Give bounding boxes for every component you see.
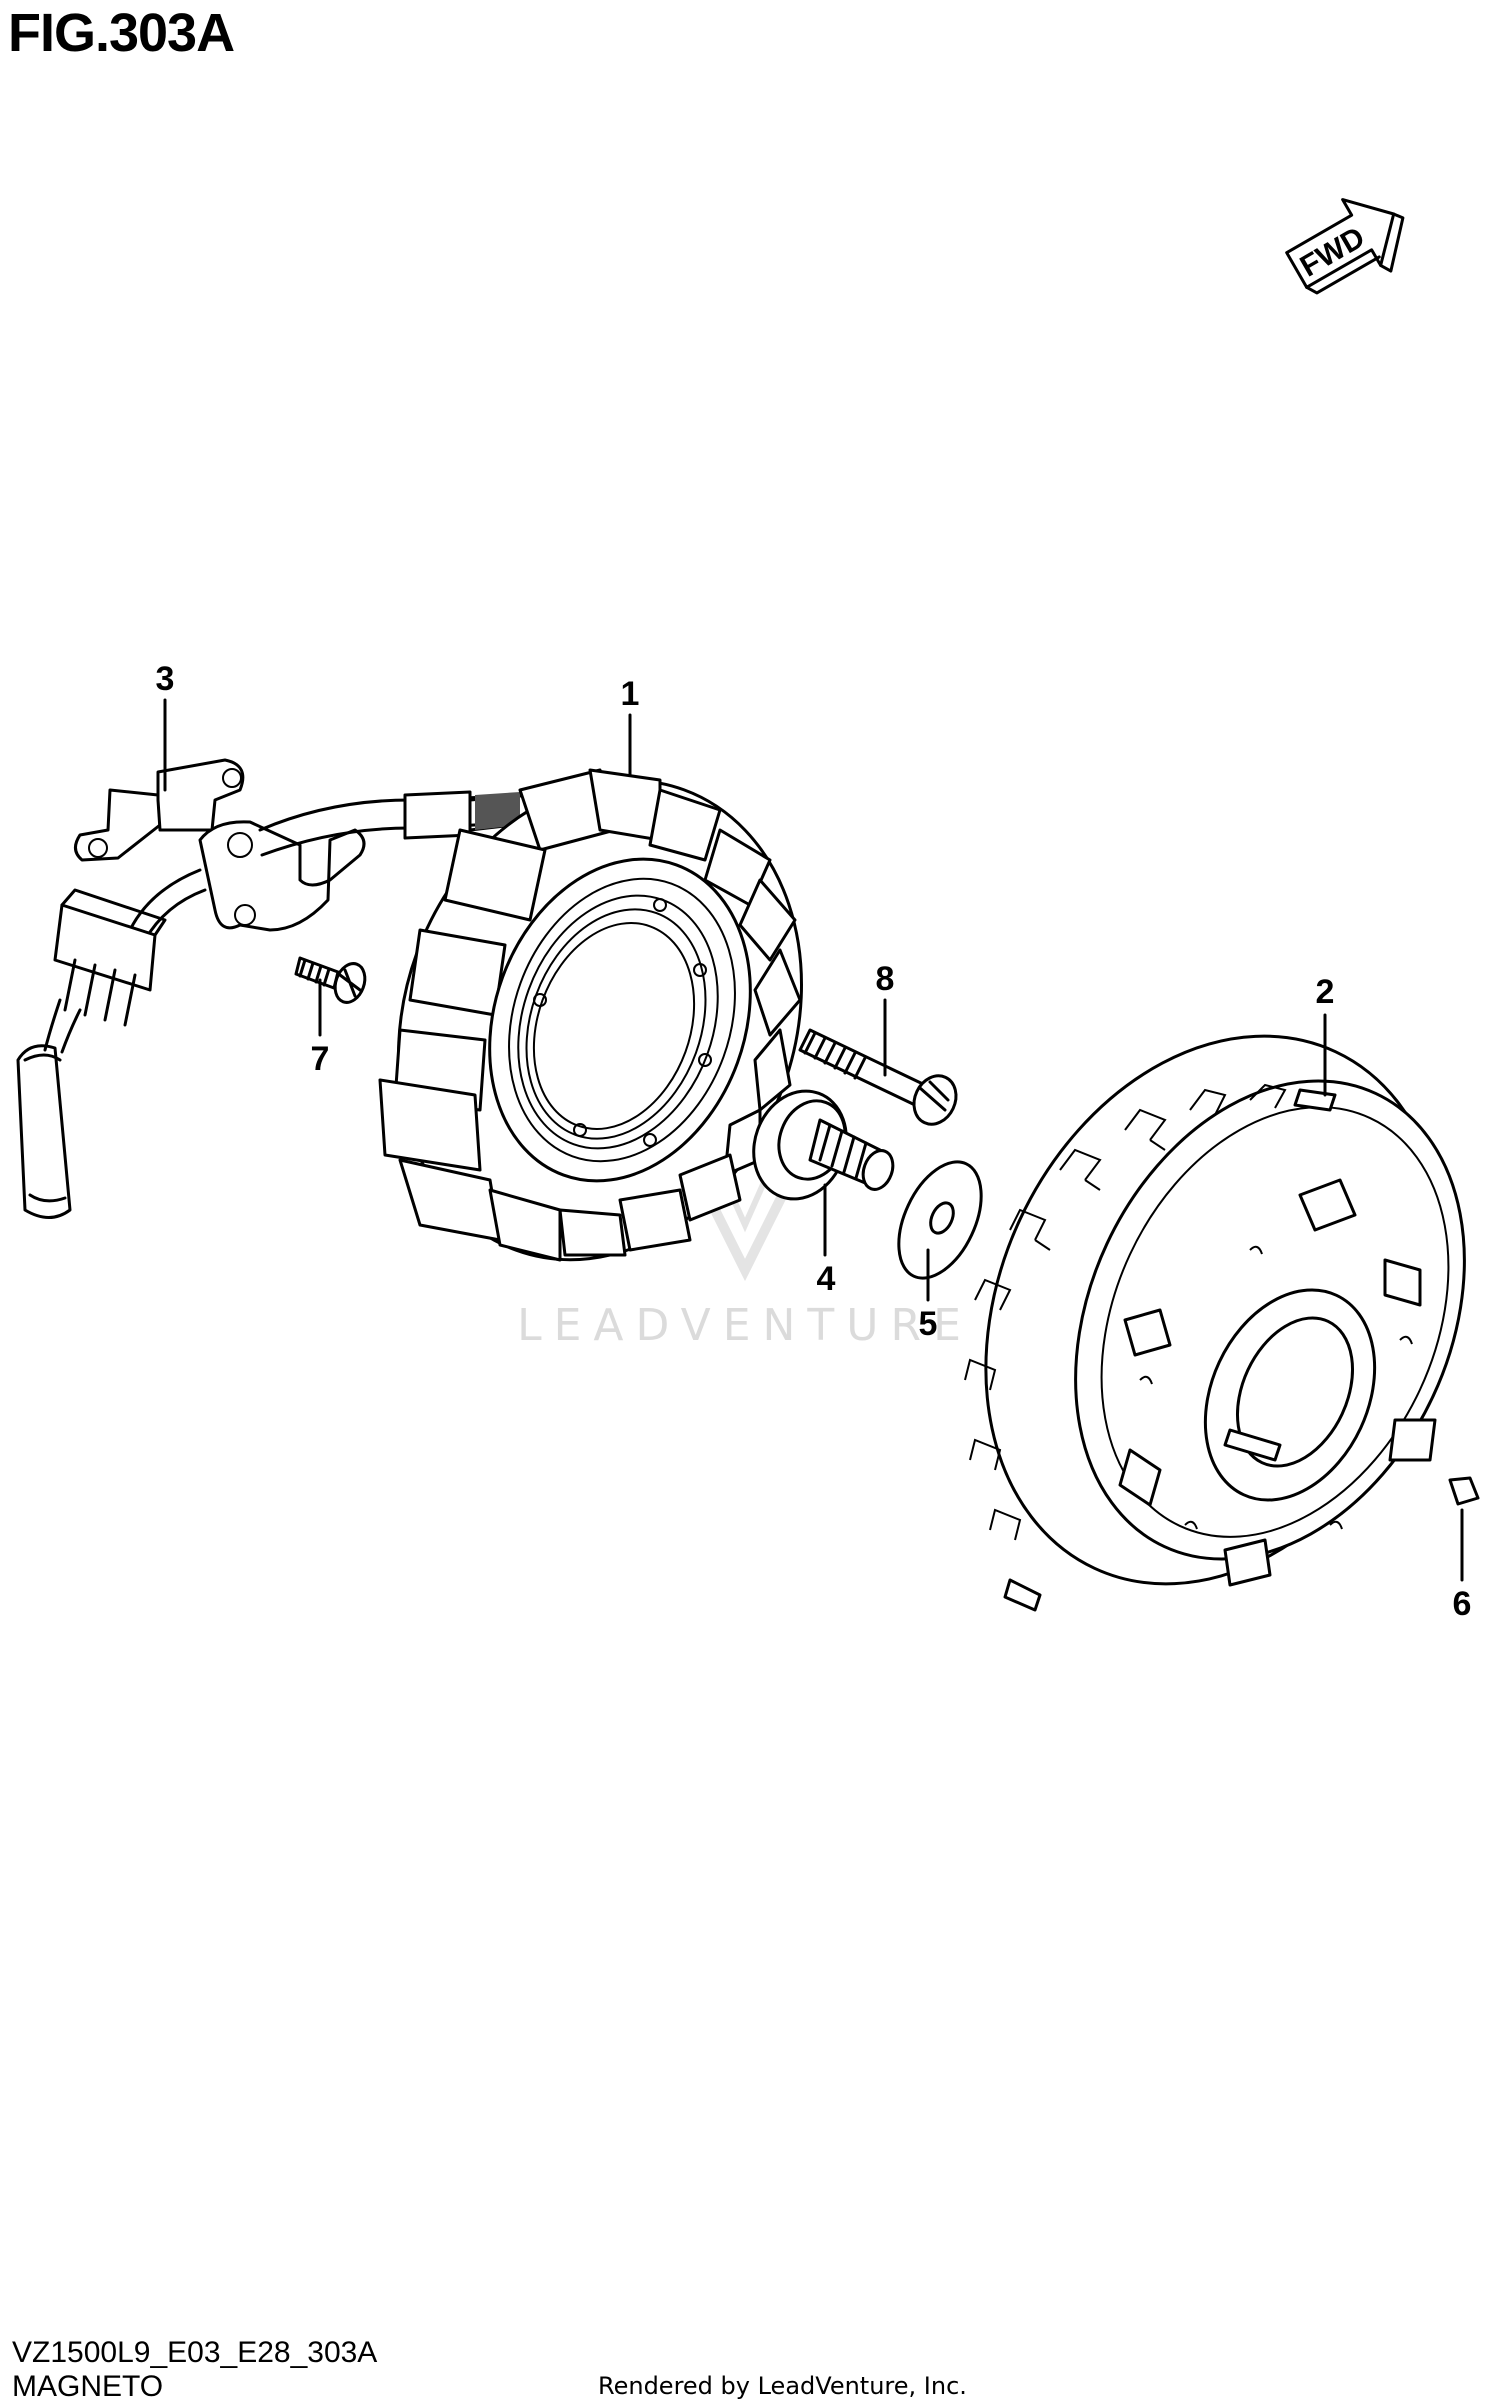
render-credit: Rendered by LeadVenture, Inc. (598, 2372, 967, 2400)
rotor-rim-slots (964, 1083, 1337, 1612)
bolt-8 (798, 1028, 958, 1126)
fwd-arrow-icon: FWD (1285, 198, 1405, 295)
figure-code: VZ1500L9_E03_E28_303A (12, 2336, 378, 2369)
stator (378, 768, 803, 1262)
bolt-4 (752, 1089, 895, 1201)
callout-7: 7 (311, 1040, 330, 1078)
watermark-text: LEADVENTURE (517, 1300, 973, 1351)
wire-harness (16, 790, 542, 1219)
figure-name: MAGNETO (12, 2370, 164, 2403)
rotor (964, 1034, 1466, 1612)
stator-coils (378, 768, 802, 1262)
callout-5: 5 (919, 1305, 938, 1343)
wire-clamp (74, 758, 366, 932)
callout-3: 3 (156, 660, 175, 698)
washer-5 (897, 1160, 983, 1280)
screw-7 (294, 956, 367, 1004)
callout-1: 1 (621, 675, 640, 713)
callout-6: 6 (1453, 1585, 1472, 1623)
leader-lines (163, 698, 1464, 1582)
key-6 (1448, 1476, 1480, 1506)
callout-2: 2 (1316, 973, 1335, 1011)
callout-4: 4 (817, 1260, 836, 1298)
figure-title: FIG.303A (8, 3, 235, 63)
callout-8: 8 (876, 960, 895, 998)
